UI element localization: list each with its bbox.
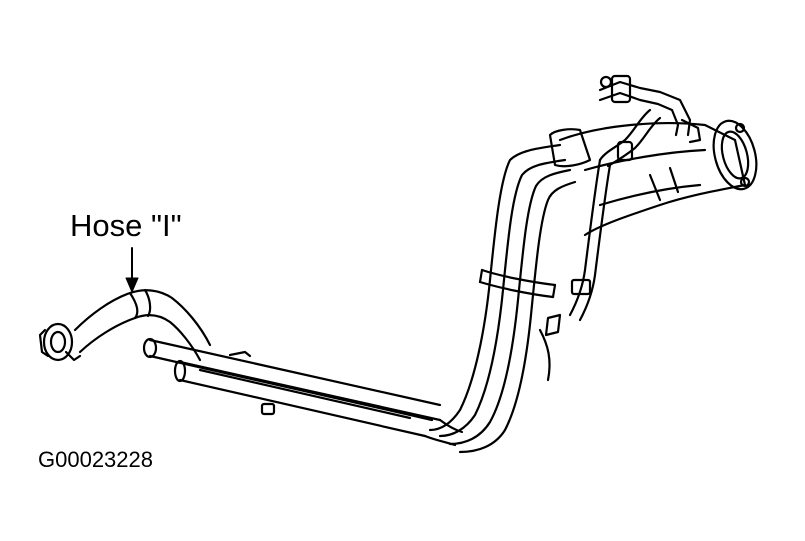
filler-neck bbox=[548, 119, 758, 237]
breather-tube bbox=[538, 158, 612, 382]
breather-hose bbox=[598, 74, 702, 168]
callout-label-hose-i: Hose "I" bbox=[70, 208, 182, 243]
hose-clamp bbox=[38, 322, 82, 362]
callout-arrow bbox=[125, 247, 139, 293]
main-fill-pipes bbox=[428, 143, 577, 454]
lower-tube-section bbox=[142, 337, 464, 447]
pipe-strap bbox=[478, 268, 557, 299]
hose-i bbox=[73, 288, 212, 362]
figure-id-label: G00023228 bbox=[38, 447, 153, 472]
